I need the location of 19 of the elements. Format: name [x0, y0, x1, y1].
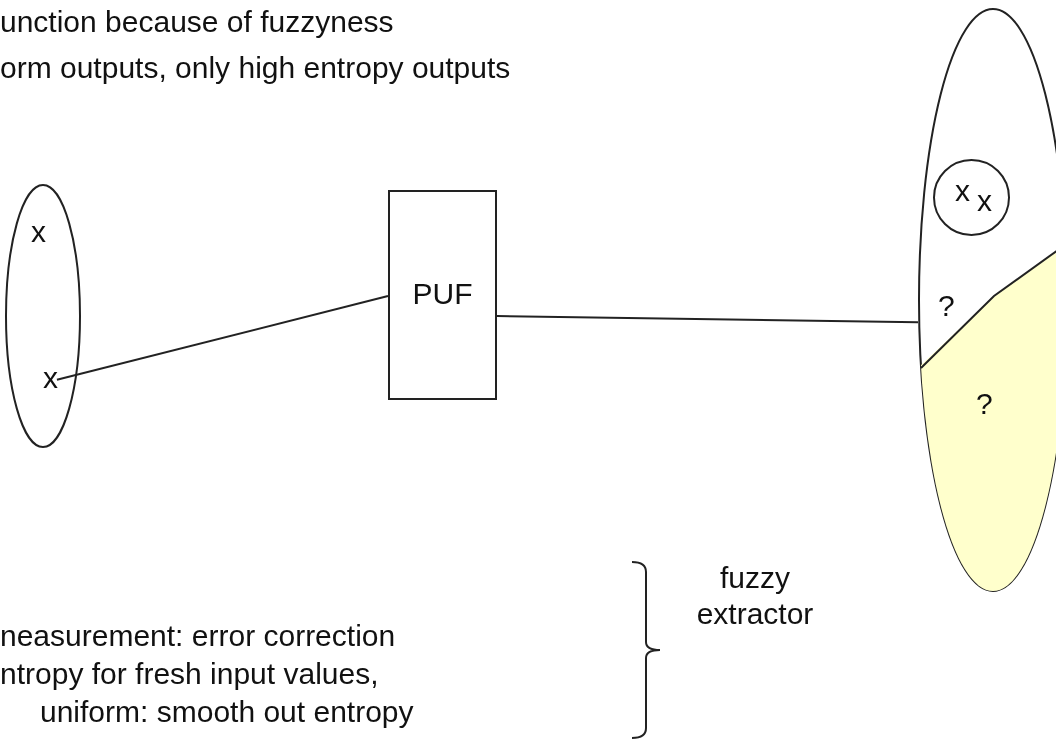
note-text: orm outputs, only high entropy outputs — [0, 50, 511, 86]
set-ellipse — [5, 184, 81, 448]
note-text: ntropy for fresh input values, — [0, 656, 379, 692]
box-label: PUF — [411, 276, 474, 312]
shaded-region — [918, 250, 1056, 592]
connector-line — [496, 315, 919, 324]
point-mark: x — [43, 360, 58, 396]
note-text: neasurement: error correction — [0, 618, 396, 654]
note-text: unction because of fuzzyness — [0, 4, 394, 40]
puf-box — [388, 190, 497, 400]
question-mark: ? — [938, 288, 955, 324]
point-mark: x — [31, 214, 46, 250]
bracket-label: fuzzy extractor — [695, 560, 815, 632]
point-mark: x — [955, 173, 970, 209]
connector-line — [55, 295, 389, 381]
point-mark: x — [977, 183, 992, 219]
question-mark: ? — [976, 386, 993, 422]
note-text: uniform: smooth out entropy — [40, 694, 414, 730]
cluster-circle — [933, 159, 1010, 236]
